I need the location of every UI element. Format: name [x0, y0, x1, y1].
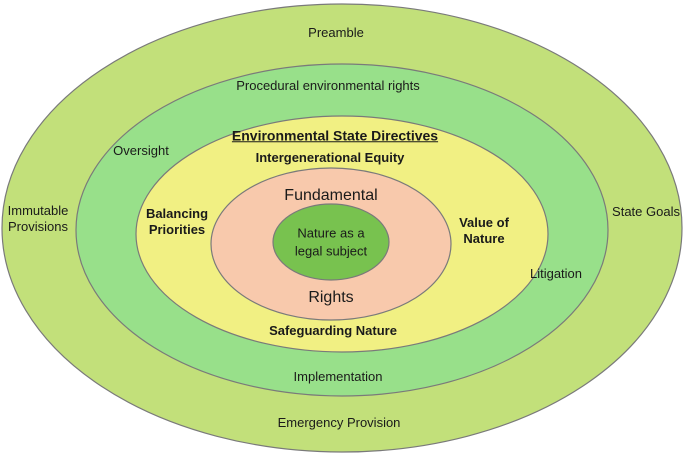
label-fundamental: Fundamental [284, 187, 378, 204]
label-rights: Rights [308, 289, 354, 306]
label-oversight: Oversight [113, 142, 169, 158]
label-safeguarding-nature: Safeguarding Nature [269, 322, 397, 338]
label-balancing-priorities: Balancing Priorities [146, 206, 208, 239]
label-state-goals: State Goals [612, 203, 680, 219]
label-preamble: Preamble [308, 24, 364, 40]
label-balancing-line1: Balancing [145, 205, 209, 221]
label-value-of-nature: Value of Nature [459, 215, 509, 248]
label-core-line2: legal subject [294, 243, 368, 258]
label-value-line1: Value of [459, 214, 509, 230]
label-nature-legal-subject: Nature as a legal subject [295, 224, 367, 259]
label-intergenerational-equity: Intergenerational Equity [255, 149, 405, 165]
label-core-line1: Nature as a [297, 225, 365, 241]
label-litigation: Litigation [529, 265, 583, 281]
core-ellipse [272, 203, 390, 281]
label-procedural-rights: Procedural environmental rights [236, 77, 420, 93]
label-immutable-line1: Immutable [7, 202, 69, 218]
label-value-line2: Nature [463, 231, 505, 246]
label-immutable-provisions: Immutable Provisions [8, 203, 69, 236]
label-environmental-state-directives: Environmental State Directives [231, 127, 439, 144]
label-balancing-line2: Priorities [148, 222, 206, 237]
label-implementation: Implementation [293, 368, 383, 384]
label-emergency-provision: Emergency Provision [277, 414, 401, 430]
label-immutable-line2: Provisions [8, 219, 68, 234]
